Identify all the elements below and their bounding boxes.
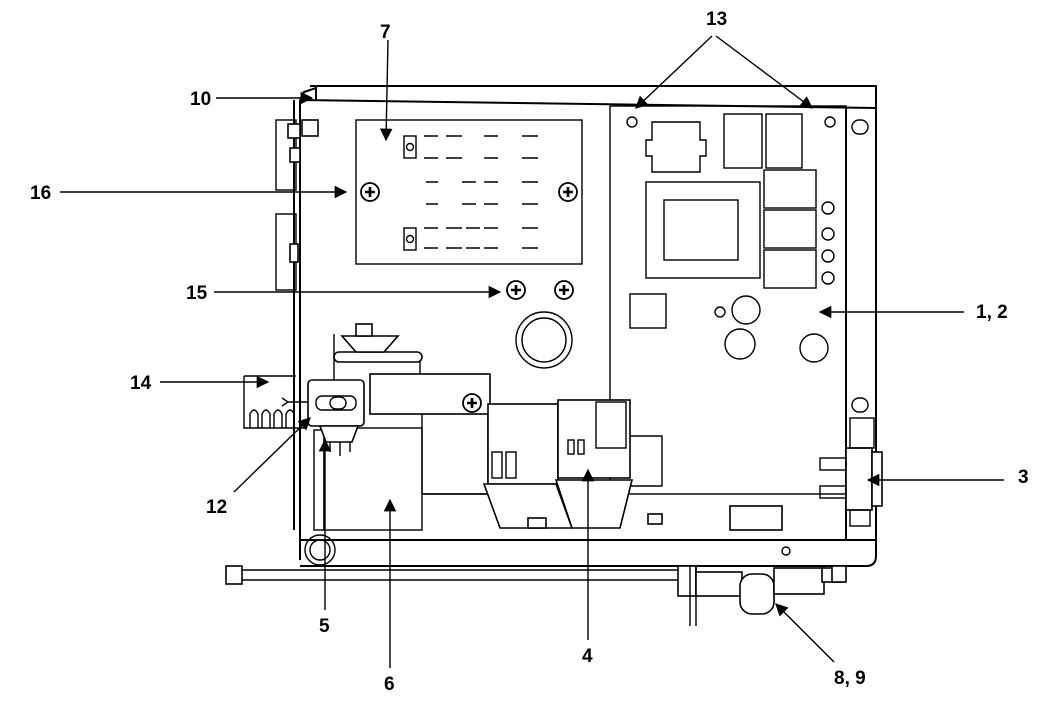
- label-plate: [355, 119, 583, 265]
- leader-13b: [715, 35, 814, 109]
- callout-13: 13: [706, 9, 727, 30]
- circuit-board: [609, 105, 847, 495]
- leader-7: [379, 39, 393, 142]
- callout-14: 14: [130, 373, 152, 394]
- callout-labels: 10 7 16 15 14 12 5 6 4 13 1, 2 3 8, 9: [30, 9, 1029, 695]
- sensor-assembly: [243, 375, 365, 456]
- leader-13a: [635, 35, 713, 109]
- relay: [482, 399, 783, 531]
- callout-12: 12: [206, 497, 227, 518]
- callout-5: 5: [319, 616, 330, 637]
- callout-3: 3: [1018, 467, 1029, 488]
- callout-16: 16: [30, 183, 51, 204]
- callout-1-2: 1, 2: [976, 302, 1008, 323]
- shaft-and-knob: [225, 565, 847, 626]
- leader-12: [233, 417, 311, 493]
- callout-10: 10: [190, 89, 211, 110]
- transformer: [313, 323, 491, 531]
- leader-lines: [60, 35, 1004, 668]
- callout-6: 6: [384, 674, 395, 695]
- mounting-screws: [505, 279, 575, 301]
- grommet: [515, 311, 573, 369]
- callout-15: 15: [186, 283, 208, 304]
- callout-7: 7: [380, 22, 391, 43]
- connector: [819, 417, 883, 527]
- leader-8-9: [775, 603, 835, 663]
- callout-4: 4: [582, 646, 593, 667]
- callout-8-9: 8, 9: [834, 668, 866, 689]
